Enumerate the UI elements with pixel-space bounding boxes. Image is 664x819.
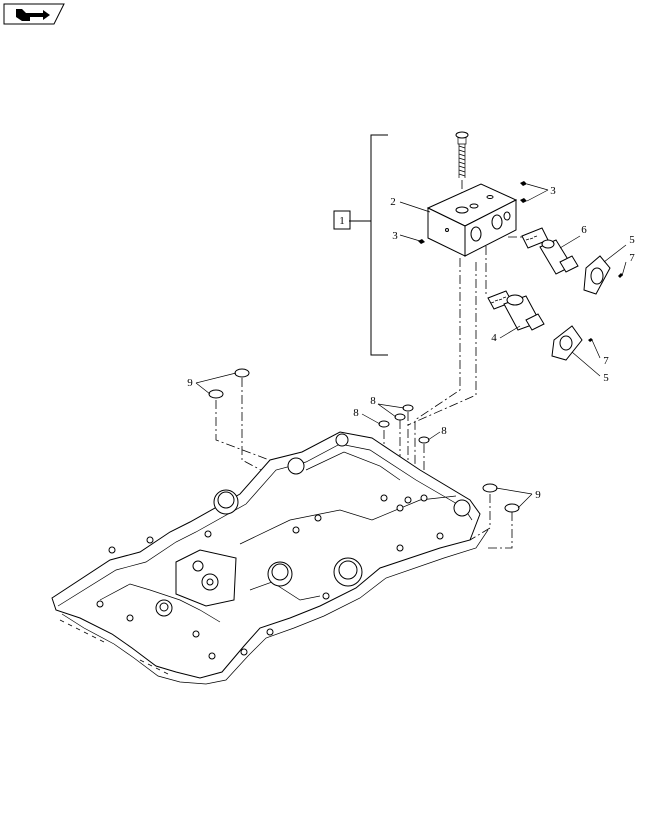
callout-4: 4 [491, 332, 497, 344]
main-plate [51, 431, 489, 685]
assembly-bracket: 1 [333, 134, 388, 356]
solenoid-valve-lower [485, 246, 545, 339]
screw [455, 131, 469, 198]
callout-7-lower: 7 [603, 355, 609, 367]
valve-block [426, 183, 518, 257]
callout-2: 2 [390, 196, 396, 208]
cover-plate-upper [583, 244, 627, 295]
callout-1: 1 [339, 215, 345, 227]
callout-8-middle: 8 [353, 407, 359, 419]
callout-3-lower: 3 [392, 230, 398, 242]
callout-8-upper: 8 [370, 395, 376, 407]
plug-lower [399, 234, 425, 244]
callout-8-right: 8 [441, 425, 447, 437]
callout-3-upper: 3 [550, 185, 556, 197]
plug-upper [520, 181, 549, 203]
callout-6: 6 [581, 224, 587, 236]
callout-labels: 2 3 3 6 5 7 4 7 5 9 8 8 8 9 [187, 185, 635, 501]
book-arrow-icon [16, 9, 50, 21]
cover-plate-lower [551, 325, 601, 377]
callout-5-upper: 5 [629, 234, 635, 246]
callout-9-left: 9 [187, 377, 193, 389]
o-rings [195, 368, 533, 513]
callout-7-upper: 7 [629, 252, 635, 264]
callout-9-right: 9 [535, 489, 541, 501]
callout-5-lower: 5 [603, 372, 609, 384]
solenoid-valve-upper [508, 227, 581, 275]
nav-back-button[interactable] [3, 3, 65, 25]
